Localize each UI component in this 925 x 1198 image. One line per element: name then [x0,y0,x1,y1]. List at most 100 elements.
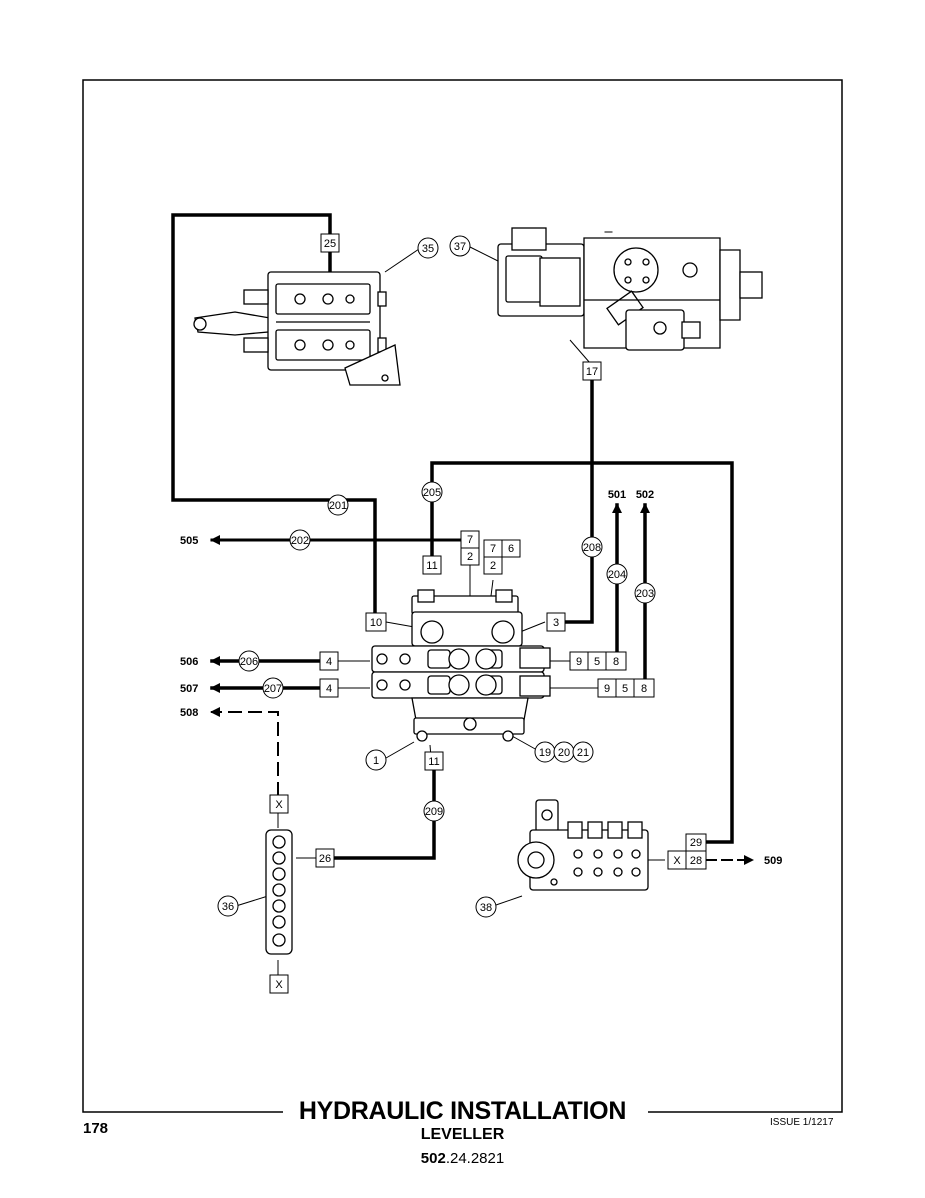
svg-text:36: 36 [222,901,234,913]
box-25: 25 [320,233,340,253]
page-number: 178 [83,1120,109,1137]
svg-text:5: 5 [622,683,628,695]
svg-text:201: 201 [329,500,347,512]
solenoid-block-38 [517,799,649,891]
reference-boxes: 25 17 7 2 7 6 2 11 10 3 4 9 5 8 4 9 5 8 … [269,233,707,994]
line-201 [171,213,377,624]
page-subtitle: LEVELLER [420,1126,505,1143]
dest-505: 505 [180,535,198,547]
box-4b: 4 [319,678,339,698]
svg-text:1: 1 [373,755,379,767]
dest-502: 502 [636,489,654,501]
callout-1: 1 [365,749,387,771]
callout-35: 35 [417,237,439,259]
svg-text:25: 25 [324,238,336,250]
svg-text:21: 21 [577,747,589,759]
svg-text:X: X [275,799,283,811]
box-6: 6 [501,539,521,558]
svg-text:2: 2 [490,560,496,572]
svg-text:7: 7 [467,534,473,546]
box-3: 3 [546,612,566,632]
part-number-prefix: 502 [420,1150,446,1167]
box-5a: 5 [587,651,607,671]
box-4a: 4 [319,651,339,671]
svg-text:37: 37 [454,241,466,253]
svg-text:28: 28 [690,855,702,867]
svg-text:7: 7 [490,543,496,555]
callout-19: 19 [534,741,556,763]
box-11a: 11 [422,555,442,575]
box-x-right: X [667,850,687,870]
svg-text:20: 20 [558,747,570,759]
svg-text:11: 11 [426,560,437,572]
box-x-bottom: X [269,974,289,994]
control-valve-35 [193,271,401,386]
svg-text:11: 11 [428,756,439,768]
svg-text:29: 29 [690,837,702,849]
box-x-top: X [269,794,289,814]
svg-text:208: 208 [583,542,601,554]
callout-202: 202 [289,529,311,551]
callout-37: 37 [449,235,471,257]
svg-text:209: 209 [425,806,443,818]
callout-203: 203 [634,582,656,604]
callout-201: 201 [327,494,349,516]
box-26: 26 [315,848,335,868]
svg-text:X: X [275,979,283,991]
page-title: HYDRAULIC INSTALLATION [298,1097,627,1125]
box-28: 28 [685,850,707,870]
callout-21: 21 [572,741,594,763]
svg-text:4: 4 [326,683,332,695]
svg-text:10: 10 [370,617,382,629]
dest-509: 509 [764,855,782,867]
dest-507: 507 [180,683,198,695]
box-7a: 7 [460,530,480,549]
svg-text:203: 203 [636,588,654,600]
dest-506: 506 [180,656,198,668]
svg-text:204: 204 [608,569,626,581]
callout-206: 206 [238,650,260,672]
destination-labels: 501 502 505 506 507 508 509 [180,489,782,867]
svg-text:3: 3 [553,617,559,629]
svg-text:6: 6 [508,543,514,555]
svg-text:202: 202 [291,535,309,547]
box-17: 17 [582,361,602,381]
line-208 [563,378,594,624]
box-9a: 9 [569,651,589,671]
svg-text:2: 2 [467,551,473,563]
svg-text:38: 38 [480,902,492,914]
callout-38: 38 [475,896,497,918]
box-7b: 7 [483,539,503,558]
manifold-36 [265,829,293,955]
line-209 [332,768,436,860]
part-number-suffix: .24.2821 [445,1150,505,1167]
svg-text:205: 205 [423,487,441,499]
callout-209: 209 [423,800,445,822]
box-2b: 2 [483,556,503,575]
svg-text:35: 35 [422,243,434,255]
part-number: 502.24.2821 [0,1150,925,1167]
box-2a: 2 [460,547,480,566]
svg-text:4: 4 [326,656,332,668]
callout-205: 205 [421,481,443,503]
main-valve-block [371,589,551,742]
box-11b: 11 [424,751,444,771]
callout-204: 204 [606,563,628,585]
dest-508: 508 [180,707,198,719]
svg-text:17: 17 [586,366,598,378]
dest-501: 501 [608,489,626,501]
callouts: 35 37 201 202 205 208 204 203 206 207 1 … [217,235,656,918]
svg-text:8: 8 [641,683,647,695]
box-10: 10 [365,612,387,632]
issue-label: ISSUE 1/1217 [770,1117,834,1128]
svg-text:9: 9 [576,656,582,668]
callout-208: 208 [581,536,603,558]
box-29: 29 [685,833,707,852]
callout-36: 36 [217,895,239,917]
line-508 [210,707,279,796]
callout-207: 207 [262,677,284,699]
box-8b: 8 [633,678,655,698]
page-frame [82,79,843,1113]
svg-text:5: 5 [594,656,600,668]
